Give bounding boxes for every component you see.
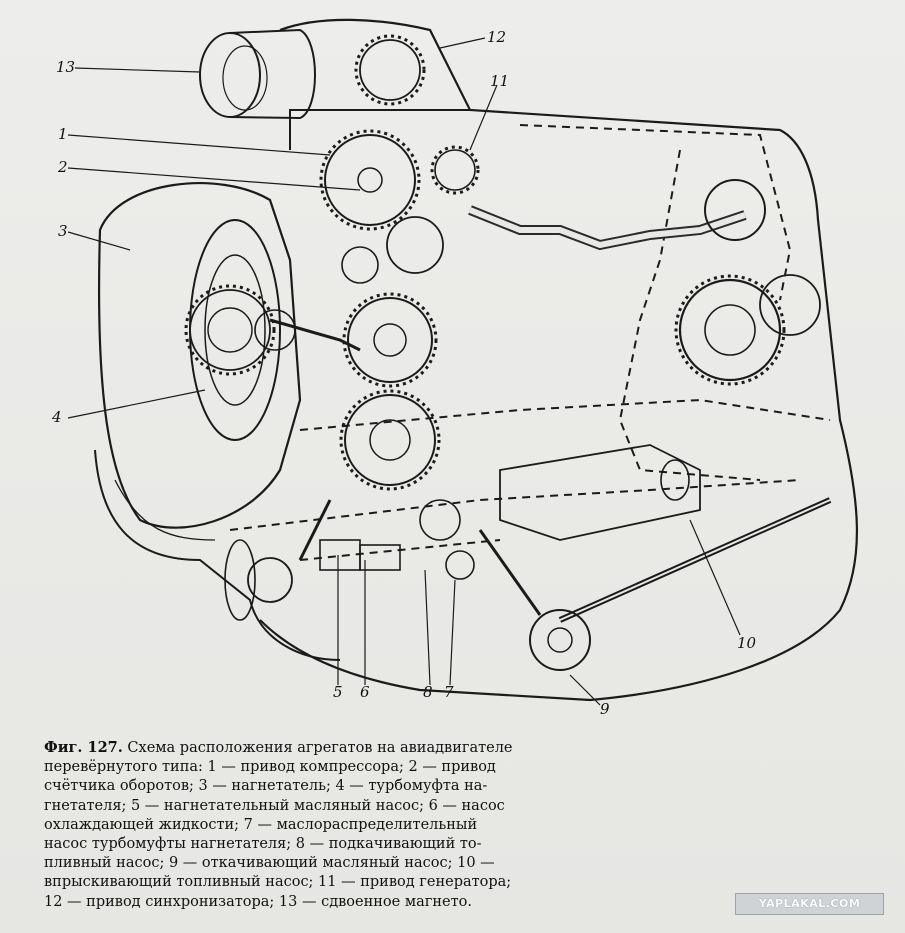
caption-line-1: Фиг. 127. Схема расположения агрегатов н… [44, 738, 644, 758]
caption-line-3: счётчика оборотов; 3 — нагнетатель; 4 — … [44, 778, 488, 795]
callout-10: 10 [737, 634, 757, 652]
engine-drawing [67, 18, 859, 706]
callout-8: 8 [423, 683, 433, 701]
figure-number: Фиг. 127. [44, 739, 123, 756]
callout-4: 4 [52, 408, 62, 426]
callout-13: 13 [56, 58, 76, 76]
site-watermark: YAPLAKAL.COM [735, 893, 884, 915]
callout-1: 1 [58, 125, 68, 143]
engine-diagram: 13 1 2 3 4 12 11 5 6 8 7 10 9 [52, 18, 859, 718]
callout-11: 11 [490, 72, 510, 90]
callout-3: 3 [58, 222, 68, 240]
callout-7: 7 [444, 683, 454, 701]
caption-line-8: впрыскивающий топливный насос; 11 — прив… [44, 874, 512, 891]
callout-12: 12 [487, 28, 507, 46]
caption-text-1: Схема расположения агрегатов на авиадвиг… [127, 740, 513, 756]
figure-caption: Фиг. 127. Схема расположения агрегатов н… [44, 738, 644, 912]
caption-line-4: гнетателя; 5 — нагнетательный масляный н… [44, 797, 505, 814]
callout-9: 9 [600, 700, 610, 718]
caption-line-9: 12 — привод синхронизатора; 13 — сдвоенн… [44, 893, 472, 910]
callout-2: 2 [58, 158, 68, 176]
caption-line-2: перевёрнутого типа: 1 — привод компрессо… [44, 759, 496, 776]
caption-line-5: охлаждающей жидкости; 7 — маслораспредел… [44, 816, 478, 833]
callout-5: 5 [333, 683, 343, 701]
caption-line-6: насос турбомуфты нагнетателя; 8 — подкач… [44, 836, 482, 853]
callout-6: 6 [360, 683, 370, 701]
caption-line-7: пливный насос; 9 — откачивающий масляный… [44, 855, 495, 872]
